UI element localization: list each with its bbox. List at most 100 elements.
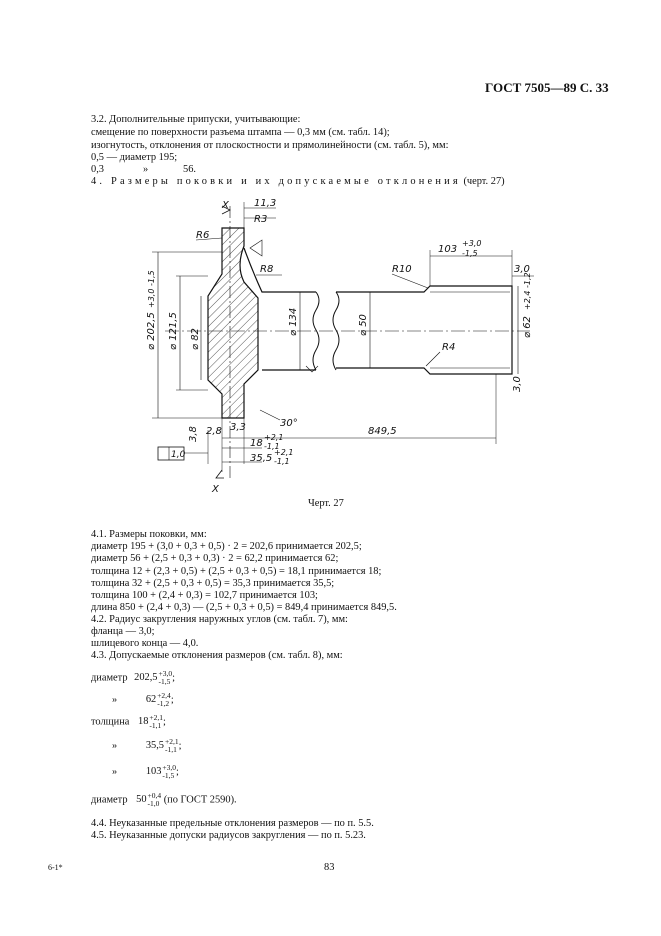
tol-upper: +2,4 (157, 691, 171, 700)
label-x-top: X (221, 200, 230, 211)
tol-tail: ; (178, 740, 182, 752)
break-line-2 (332, 291, 340, 371)
tol-tail: ; (176, 766, 179, 778)
section-4-2-line1: фланца — 3,0; (91, 626, 155, 637)
section-4-title: 4. Размеры поковки и их допускаемые откл… (91, 176, 505, 188)
label-3-3: 3,3 (230, 422, 246, 433)
label-849-5: 849,5 (368, 426, 397, 437)
section-3-2-line4a: 0,3 (91, 164, 104, 175)
tol-value: 50 (136, 794, 147, 806)
section-4-1-line3: толщина 12 + (2,3 + 0,5) + (2,5 + 0,3 + … (91, 566, 382, 577)
label-d202: ⌀ 202,5 (146, 312, 157, 350)
tol-upper: +3,0 (158, 669, 173, 678)
label-3-8: 3,8 (188, 426, 199, 442)
tol-label: » (112, 740, 118, 752)
page-number: 83 (324, 862, 335, 873)
tol-lower: -1,5 (162, 771, 175, 780)
tol-lower: -1,1 (165, 745, 177, 754)
section-4-1-line1: диаметр 195 + (3,0 + 0,3 + 0,5) · 2 = 20… (91, 541, 362, 552)
label-103-tol-dn: -1,5 (462, 249, 478, 258)
section-4-1-line6: длина 850 + (2,4 + 0,3) — (2,5 + 0,3 + 0… (91, 602, 397, 613)
label-flatness: 1,0 (171, 450, 186, 460)
label-r4: R4 (442, 342, 455, 353)
tol-value: 202,5 (134, 672, 158, 684)
label-3-0: 3,0 (514, 264, 530, 275)
running-header: ГОСТ 7505—89 С. 33 (485, 80, 609, 95)
label-35-tol-dn: -1,1 (274, 457, 290, 466)
tol-tail: ; (170, 694, 174, 706)
tol-label: диаметр (91, 794, 128, 806)
section-4-1-line5: толщина 100 + (2,4 + 0,3) = 102,7 приним… (91, 590, 318, 601)
tol-tail: ; (163, 716, 166, 728)
figure-caption: Черт. 27 (308, 498, 344, 509)
label-d121: ⌀ 121,5 (168, 312, 179, 350)
section-4-2-title: 4.2. Радиус закругления наружных углов (… (91, 614, 348, 625)
section-3-2-line2: изогнутость, отклонения от плоскостности… (91, 140, 449, 151)
tol-lower: -1,1 (149, 721, 162, 730)
tol-upper: +3,0 (162, 763, 177, 772)
tol-value: 35,5 (145, 740, 164, 752)
label-30deg: 30° (280, 418, 298, 429)
tol-tail: ; (172, 672, 176, 684)
label-18-tol-dn: -1,1 (264, 442, 280, 451)
label-35-tol-up: +2,1 (274, 448, 293, 457)
section-4-1-title: 4.1. Размеры поковки, мм: (91, 529, 207, 540)
tol-value: 18 (138, 716, 149, 728)
section-4-1-line4: толщина 32 + (2,5 + 0,3 + 0,5) = 35,3 пр… (91, 578, 335, 589)
tolerance-row: толщина 18+2,1-1,1; (91, 714, 166, 730)
section-4-5: 4.5. Неуказанные допуски радиусов закруг… (91, 830, 366, 841)
section-3-2-title: 3.2. Дополнительные припуски, учитывающи… (91, 114, 301, 125)
label-r8: R8 (260, 264, 273, 275)
section-3-2-line3: 0,5 — диаметр 195; (91, 152, 178, 163)
tol-lower: -1,2 (157, 699, 170, 708)
label-2-8: 2,8 (206, 426, 222, 437)
tol-label: диаметр (91, 672, 128, 684)
tol-upper: +2,1 (149, 713, 163, 722)
tol-value: 62 (145, 694, 157, 706)
tol-upper: +0,4 (147, 791, 162, 800)
label-103: 103 (438, 244, 457, 255)
section-4-title-text: 4. Размеры поковки и их допускаемые откл… (91, 176, 461, 187)
section-3-2-line1: смещение по поверхности разъема штампа —… (91, 127, 390, 138)
tolerance-row: диаметр 50+0,4-1,0 (по ГОСТ 2590). (91, 792, 237, 808)
label-103-tol-up: +3,0 (462, 239, 481, 248)
label-d82: ⌀ 82 (190, 328, 201, 350)
tol-lower: -1,0 (147, 799, 160, 808)
label-35-5: 35,5 (250, 453, 272, 464)
break-line-1 (312, 291, 320, 371)
tol-label: толщина (91, 716, 130, 728)
tol-label: » (112, 694, 118, 706)
section-4-1-line2: диаметр 56 + (2,5 + 0,3 + 0,3) · 2 = 62,… (91, 553, 339, 564)
section-4-title-ref: (черт. 27) (463, 176, 505, 187)
label-r10: R10 (392, 264, 412, 275)
section-3-2-line4c: 56. (183, 164, 196, 175)
shaft-outline (243, 247, 316, 371)
tolerance-row: » 62+2,4-1,2; (112, 692, 174, 708)
footer-mark: 6-1* (48, 863, 63, 872)
tol-value: 103 (145, 766, 162, 778)
label-d202-tol: +3,0 -1,5 (147, 270, 156, 308)
tol-label: » (112, 766, 118, 778)
label-18-tol-up: +2,1 (264, 433, 283, 442)
tolerance-row: диаметр 202,5+3,0-1,5; (91, 670, 175, 686)
shaft-mid (336, 285, 513, 375)
section-3-2-line4b: » (143, 164, 149, 175)
label-d134: ⌀ 134 (288, 308, 299, 336)
tol-upper: +2,1 (165, 737, 179, 746)
label-r3: R3 (254, 214, 267, 225)
section-4-3-title: 4.3. Допускаемые отклонения размеров (см… (91, 650, 343, 661)
section-4-2-line2: шлицевого конца — 4,0. (91, 638, 199, 649)
tol-lower: -1,5 (158, 677, 171, 686)
tolerance-row: » 35,5+2,1-1,1; (112, 738, 182, 754)
label-x-bottom: X (211, 484, 220, 495)
label-d62-tol: +2,4 -1,2 (523, 272, 532, 310)
section-4-4: 4.4. Неуказанные предельные отклонения р… (91, 818, 374, 829)
label-18: 18 (250, 438, 263, 449)
label-r6: R6 (196, 230, 209, 241)
label-3-0-side: 3,0 (512, 376, 523, 392)
label-d50: ⌀ 50 (358, 314, 369, 336)
tol-tail: (по ГОСТ 2590). (161, 794, 237, 806)
flange-section (207, 227, 259, 419)
label-d62: ⌀ 62 (522, 316, 533, 338)
